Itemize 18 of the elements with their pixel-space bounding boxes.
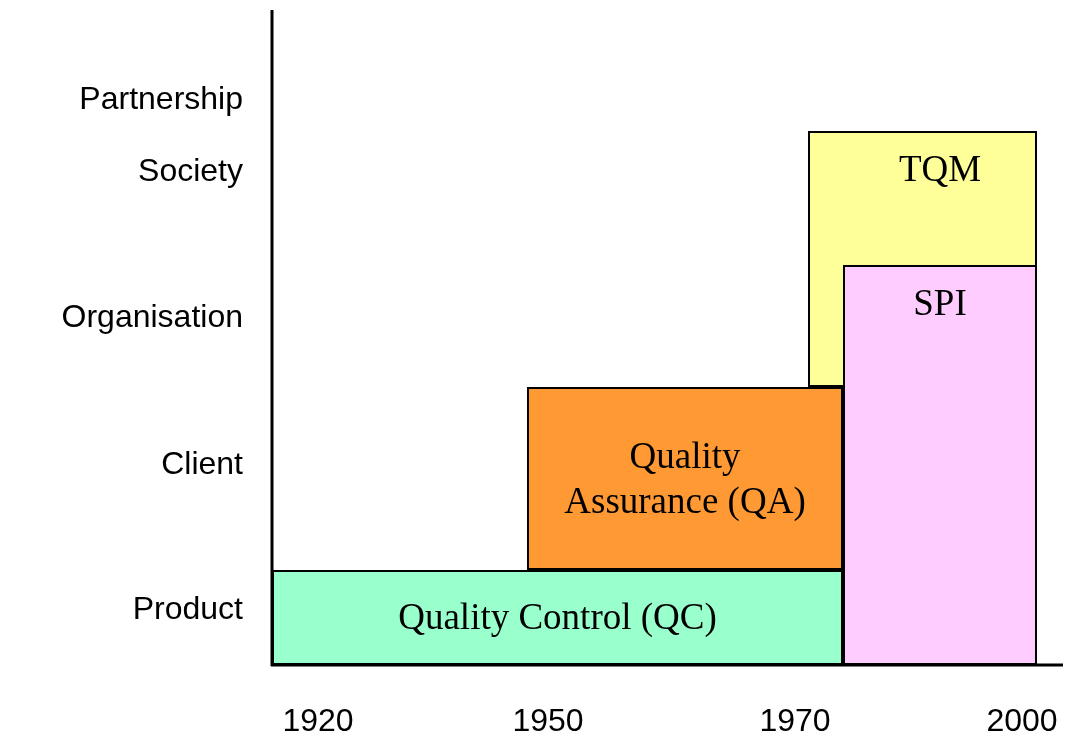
box-label: Quality Control (QC) [397,595,718,640]
axis-category-label: Client [161,445,243,482]
timeline-box [272,570,843,665]
timeline-box-extension [808,265,843,387]
timeline-box [527,387,843,570]
axis-category-label: Organisation [61,298,243,335]
box-label: TQM [897,147,983,191]
axis-category-label: Product [132,590,243,627]
timeline-box [843,265,1037,665]
box-label: Quality Assurance (QA) [563,434,807,523]
year-label: 1970 [759,702,831,739]
axis-category-label: Society [138,152,243,189]
axis-category-label: Partnership [79,80,243,117]
box-label: SPI [912,281,968,325]
year-label: 1920 [282,702,354,739]
year-label: 1950 [512,702,584,739]
year-label: 2000 [986,702,1058,739]
timeline-box [808,131,1037,265]
